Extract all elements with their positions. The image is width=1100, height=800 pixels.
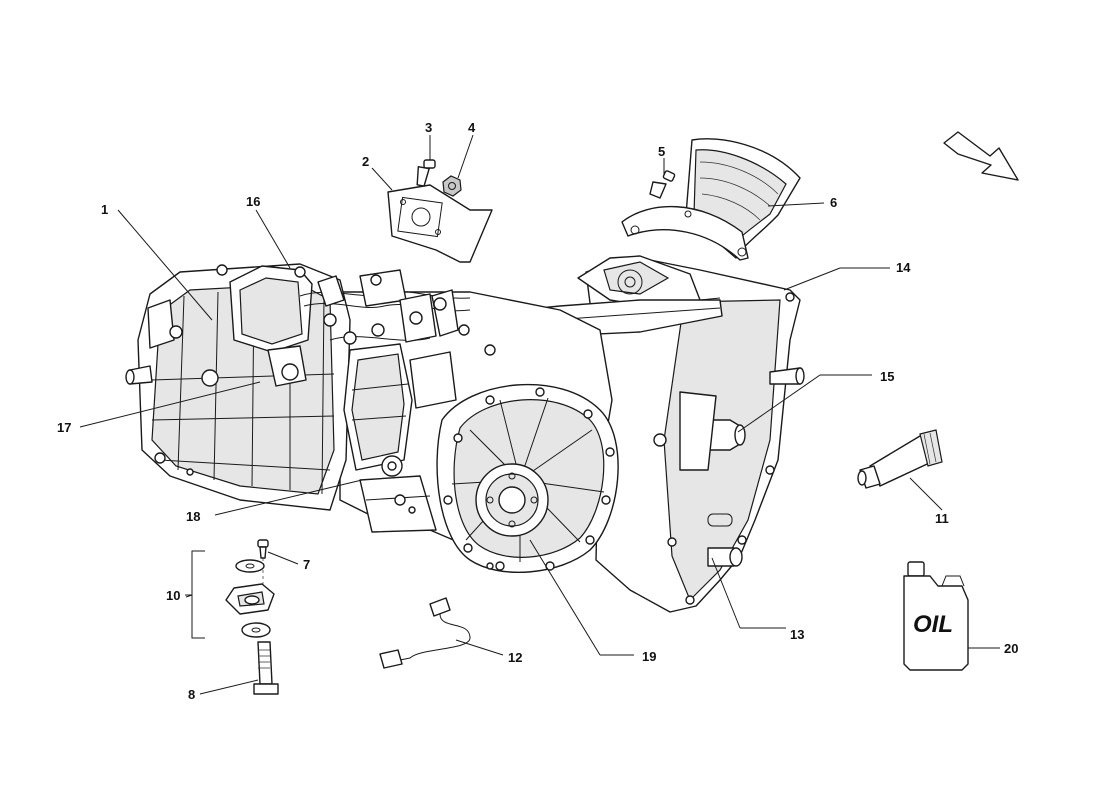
callout-5: 5 xyxy=(658,144,665,159)
direction-arrow-icon xyxy=(943,131,1019,181)
oil-label: OIL xyxy=(913,611,953,638)
callout-7: 7 xyxy=(303,557,310,572)
part-12-sensor-cable xyxy=(379,597,471,669)
part-4-nut xyxy=(442,175,462,197)
callout-6: 6 xyxy=(830,195,837,210)
callout-13: 13 xyxy=(790,627,804,642)
callout-10: 10 xyxy=(166,588,180,603)
callout-2: 2 xyxy=(362,154,369,169)
callout-16: 16 xyxy=(246,194,260,209)
callout-14: 14 xyxy=(896,260,911,275)
leader-lines xyxy=(79,134,1000,695)
callout-8: 8 xyxy=(188,687,195,702)
callout-20: 20 xyxy=(1004,641,1018,656)
part-11-grease-tube xyxy=(857,429,943,489)
part-8-bolt xyxy=(253,641,279,695)
callout-4: 4 xyxy=(468,120,476,135)
callout-17: 17 xyxy=(57,420,71,435)
part-2-bracket xyxy=(387,184,493,263)
callout-12: 12 xyxy=(508,650,522,665)
callout-11: 11 xyxy=(935,511,949,526)
callout-1: 1 xyxy=(101,202,108,217)
callout-18: 18 xyxy=(186,509,200,524)
part-3-bolt xyxy=(416,159,436,187)
part-6-heat-shield xyxy=(621,138,801,261)
part-10-mount xyxy=(185,550,275,639)
callout-15: 15 xyxy=(880,369,894,384)
part-5-bolt xyxy=(649,170,676,199)
part-20-oil-container: OIL xyxy=(903,561,969,671)
callout-3: 3 xyxy=(425,120,432,135)
callouts: 1 2 3 4 5 6 7 8 10 11 12 13 14 15 16 17 … xyxy=(57,120,1018,702)
callout-19: 19 xyxy=(642,649,656,664)
gearbox-assembly xyxy=(125,255,805,613)
